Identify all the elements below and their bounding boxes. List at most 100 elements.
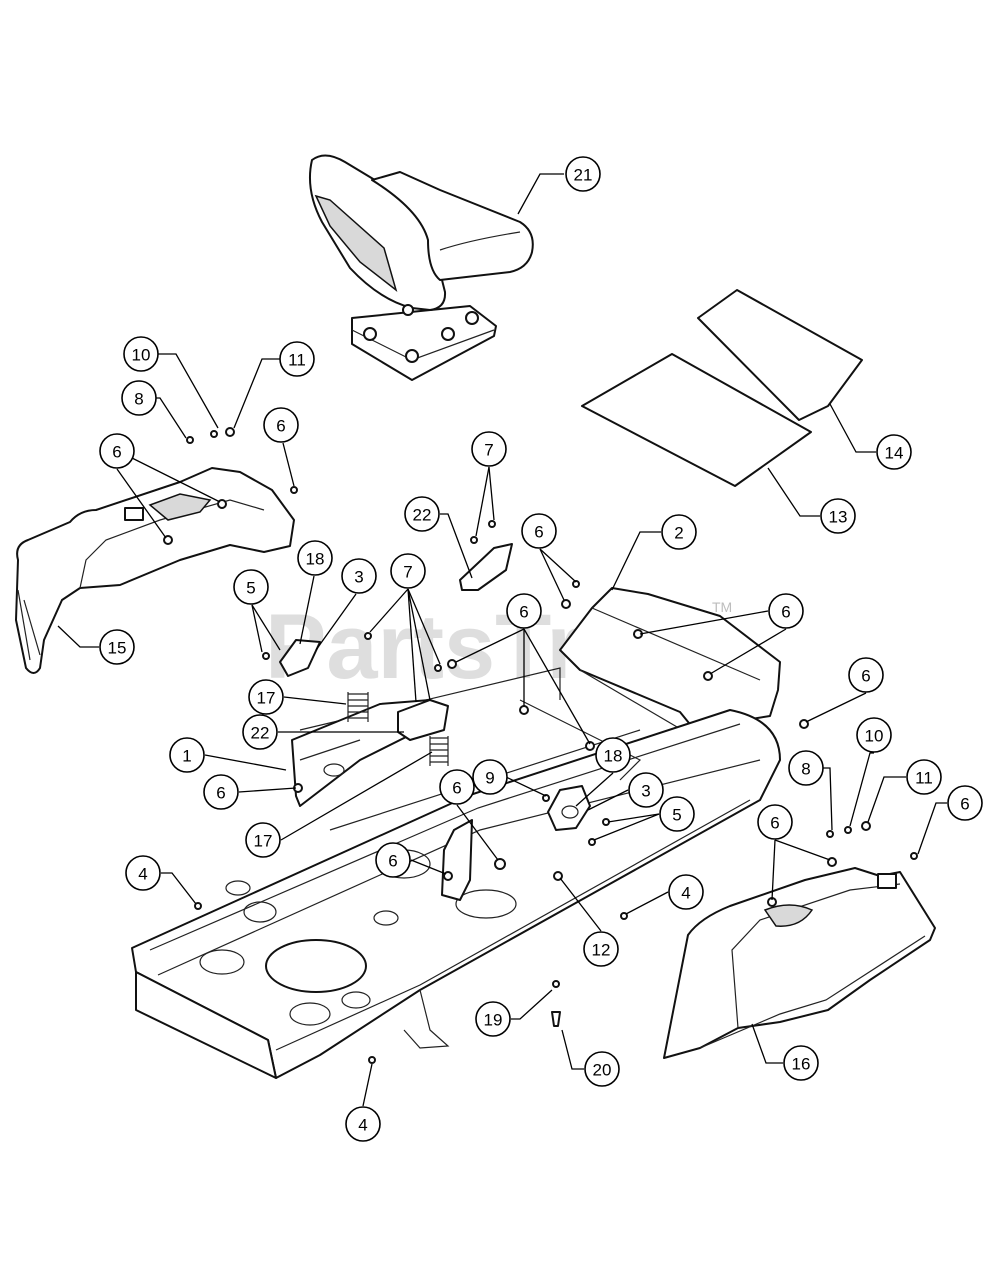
callout-circle [906, 759, 942, 795]
seat-assembly [309, 154, 534, 381]
callout-circle [788, 750, 824, 786]
floor-mats [581, 289, 863, 487]
callout-label: 12 [592, 941, 611, 960]
callout-5: 5 [233, 569, 269, 605]
callout-3: 3 [628, 772, 664, 808]
callout-label: 7 [403, 563, 412, 582]
callout-1: 1 [169, 737, 205, 773]
callout-circle [506, 593, 542, 629]
callout-circle [242, 714, 278, 750]
callout-label: 6 [519, 603, 528, 622]
spring-lower [429, 736, 449, 766]
callout-label: 4 [138, 865, 147, 884]
callout-label: 8 [134, 390, 143, 409]
callout-circle [947, 785, 983, 821]
callout-circle [768, 593, 804, 629]
left-fender [15, 467, 295, 674]
callout-label: 16 [792, 1055, 811, 1074]
callout-label: 5 [246, 579, 255, 598]
callout-circle [248, 679, 284, 715]
callout-label: 4 [358, 1116, 367, 1135]
callout-label: 21 [574, 166, 593, 185]
callout-label: 1 [182, 747, 191, 766]
callout-label: 7 [484, 441, 493, 460]
callout-20: 20 [584, 1051, 620, 1087]
callout-4: 4 [345, 1106, 381, 1142]
callout-circle [121, 380, 157, 416]
callout-7: 7 [471, 431, 507, 467]
callout-22: 22 [404, 496, 440, 532]
callout-label: 4 [681, 884, 690, 903]
callout-6: 6 [848, 657, 884, 693]
callout-15: 15 [99, 629, 135, 665]
callout-label: 6 [960, 795, 969, 814]
callout-11: 11 [906, 759, 942, 795]
callout-label: 18 [306, 550, 325, 569]
callout-label: 11 [288, 351, 306, 370]
callout-circle [169, 737, 205, 773]
callout-circle [475, 1001, 511, 1037]
callout-label: 6 [781, 603, 790, 622]
callout-label: 9 [485, 769, 494, 788]
callout-circle [668, 874, 704, 910]
callout-8: 8 [788, 750, 824, 786]
callout-circle [521, 513, 557, 549]
callout-label: 6 [861, 667, 870, 686]
callout-12: 12 [583, 931, 619, 967]
callout-circle [757, 804, 793, 840]
callout-label: 6 [534, 523, 543, 542]
right-fender [663, 867, 936, 1059]
callout-6: 6 [947, 785, 983, 821]
spring-upper [347, 692, 369, 722]
callout-16: 16 [783, 1045, 819, 1081]
callout-8: 8 [121, 380, 157, 416]
callout-label: 14 [885, 444, 904, 463]
callout-4: 4 [668, 874, 704, 910]
callout-circle [263, 407, 299, 443]
callout-18: 18 [595, 737, 631, 773]
callout-circle [820, 498, 856, 534]
callout-circle [783, 1045, 819, 1081]
callout-label: 22 [251, 724, 270, 743]
callout-circle [595, 737, 631, 773]
callout-circle [659, 796, 695, 832]
callout-circle [279, 341, 315, 377]
callout-label: 5 [672, 806, 681, 825]
callout-label: 15 [108, 639, 127, 658]
callout-circle [375, 842, 411, 878]
callout-label: 6 [112, 443, 121, 462]
callout-label: 19 [484, 1011, 503, 1030]
callout-circle [233, 569, 269, 605]
callout-label: 3 [641, 782, 650, 801]
callout-14: 14 [876, 434, 912, 470]
callout-19: 19 [475, 1001, 511, 1037]
callout-circle [583, 931, 619, 967]
callout-label: 8 [801, 760, 810, 779]
callout-circle [661, 514, 697, 550]
callout-11: 11 [279, 341, 315, 377]
callout-label: 6 [452, 779, 461, 798]
callout-label: 10 [132, 346, 151, 365]
callout-label: 17 [257, 689, 276, 708]
callout-5: 5 [659, 796, 695, 832]
callout-6: 6 [263, 407, 299, 443]
callout-circle [99, 629, 135, 665]
callout-circle [439, 769, 475, 805]
callout-circle [390, 553, 426, 589]
callout-label: 3 [354, 568, 363, 587]
callout-circle [471, 431, 507, 467]
callout-label: 11 [915, 769, 933, 788]
callout-circle [404, 496, 440, 532]
callout-circle [245, 822, 281, 858]
callout-6: 6 [375, 842, 411, 878]
callout-6: 6 [506, 593, 542, 629]
callout-label: 20 [593, 1061, 612, 1080]
callout-circle [345, 1106, 381, 1142]
callout-9: 9 [472, 759, 508, 795]
hinge-bracket-22-upper [459, 543, 513, 591]
callout-label: 6 [216, 784, 225, 803]
callout-label: 6 [388, 852, 397, 871]
callout-label: 13 [829, 508, 848, 527]
